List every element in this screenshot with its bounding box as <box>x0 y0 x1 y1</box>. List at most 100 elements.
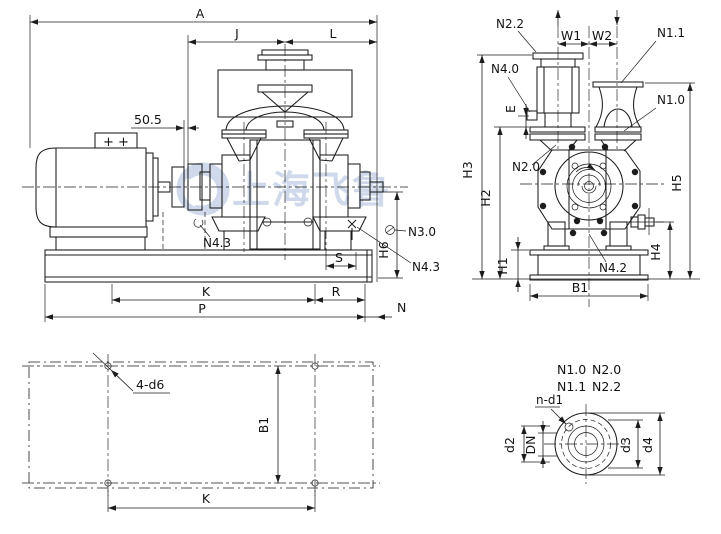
raised-face-circle <box>567 425 605 463</box>
discharge-bottom-flange <box>529 126 586 133</box>
foot-right <box>609 221 628 247</box>
tank-shell <box>217 69 353 118</box>
suction-funnel <box>595 86 603 128</box>
casing-circle <box>554 151 624 221</box>
gauge-port <box>526 110 538 121</box>
watermark: 上海飞鲁 <box>176 162 392 216</box>
terminal-marks: + + <box>103 135 129 150</box>
motor-shaft <box>157 181 171 193</box>
label-n4-2: N4.2 <box>599 261 627 275</box>
bore-circle <box>574 432 598 456</box>
foot-left <box>547 221 566 247</box>
side-plug <box>626 208 664 235</box>
label-n2-0: N2.0 <box>512 160 540 174</box>
dim-a: A <box>196 6 205 21</box>
anchor-hole <box>104 362 112 370</box>
cover-bolt <box>599 203 607 211</box>
dim-h3: H3 <box>460 161 475 178</box>
dim-j: J <box>234 26 239 41</box>
port-flange-left <box>221 133 267 139</box>
bearing-cap-left <box>199 171 211 201</box>
dim-h4: H4 <box>648 243 663 260</box>
drain-valve-icon <box>347 219 357 240</box>
dim-h1: H1 <box>495 257 510 274</box>
side-view: + + <box>22 6 440 322</box>
pump-casing-front <box>537 139 641 237</box>
dim-d2: d2 <box>502 437 517 453</box>
discharge-top-flange <box>532 52 584 60</box>
anchor-hole <box>311 479 319 487</box>
cover-bolt <box>571 162 579 170</box>
motor-terminal-box <box>94 132 138 149</box>
drain-loop <box>303 217 313 227</box>
dim-dn: DN <box>523 436 538 455</box>
dim-e: E <box>503 105 518 113</box>
bolt <box>573 217 581 225</box>
dim-k: K <box>202 284 211 299</box>
port-flange-right <box>303 133 349 139</box>
drain-hook <box>193 218 204 228</box>
discharge-body <box>536 66 580 114</box>
label-n3-0: N3.0 <box>408 225 436 239</box>
dim-w2: W2 <box>592 28 612 43</box>
watermark-text: 上海飞鲁 <box>232 168 392 212</box>
suction-top-flange <box>592 81 644 88</box>
flange-heading-n2-0: N2.0 <box>592 362 621 377</box>
front-base <box>529 221 649 281</box>
label-bolt-holes: n-d1 <box>536 393 563 407</box>
dim-h2: H2 <box>478 189 493 206</box>
coupling-hub-pump <box>187 163 203 211</box>
flange-detail-view: N1.0 N2.0 N1.1 N2.2 n-d1 d2 DN d3 <box>502 362 665 484</box>
anchor-hole <box>104 479 112 487</box>
bolt <box>539 202 547 210</box>
pipe-arch-inner <box>245 111 325 131</box>
flange-heading-n1-0: N1.0 <box>557 362 586 377</box>
bolt <box>569 229 577 237</box>
casing-outline <box>537 149 641 230</box>
label-anchor-holes: 4-d6 <box>136 377 164 392</box>
watermark-logo-swirl-icon <box>187 169 223 212</box>
shaft-stub <box>369 181 384 193</box>
label-n1-0: N1.0 <box>657 93 685 107</box>
dim-s: S <box>335 250 343 265</box>
dim-k-plan: K <box>202 491 211 506</box>
side-view-dimensions: A J L 50.5 H6 S K <box>29 6 440 322</box>
coupling <box>157 163 203 211</box>
bolt <box>601 143 609 151</box>
discharge-port <box>526 52 586 141</box>
dim-d4: d4 <box>640 437 655 453</box>
dim-w1: W1 <box>561 28 581 43</box>
shaft-center <box>584 181 594 191</box>
dim-b1-plan: B1 <box>256 417 271 434</box>
leg-bracket-left <box>211 216 266 232</box>
anchor-hole <box>311 362 319 370</box>
front-view-dimensions: W1 W2 H3 H2 H1 H5 H4 B1 <box>460 17 700 301</box>
drain-loop <box>262 217 272 227</box>
baseplate-plan-view: 4-d6 B1 K <box>22 352 380 512</box>
bolt <box>539 168 547 176</box>
plate-outline <box>28 361 374 489</box>
leg-right <box>324 230 352 251</box>
motor-foot <box>49 226 148 238</box>
motor-pedestal <box>55 236 146 251</box>
dim-b1-front: B1 <box>572 280 589 295</box>
cover-bolt <box>571 203 579 211</box>
label-n4-3-left: N4.3 <box>203 236 231 250</box>
bolt-circle <box>561 419 611 469</box>
suction-port <box>592 81 644 141</box>
funnel-left <box>226 137 262 162</box>
suction-funnel <box>633 86 641 128</box>
bolt <box>631 168 639 176</box>
leg-bracket-right <box>312 216 367 232</box>
dim-r: R <box>332 284 341 299</box>
dim-h5: H5 <box>669 174 684 191</box>
flange-od-circle <box>554 412 618 476</box>
flange-heading-n1-1: N1.1 <box>557 379 586 394</box>
front-view: W1 W2 H3 H2 H1 H5 H4 B1 <box>460 10 700 307</box>
discharge-bottom-flange <box>529 133 586 141</box>
label-n2-2: N2.2 <box>496 17 524 31</box>
dim-50-5: 50.5 <box>134 112 162 127</box>
dim-p: P <box>198 301 206 316</box>
watermark-logo-icon <box>176 162 230 216</box>
suction-funnel-arch <box>603 108 633 128</box>
